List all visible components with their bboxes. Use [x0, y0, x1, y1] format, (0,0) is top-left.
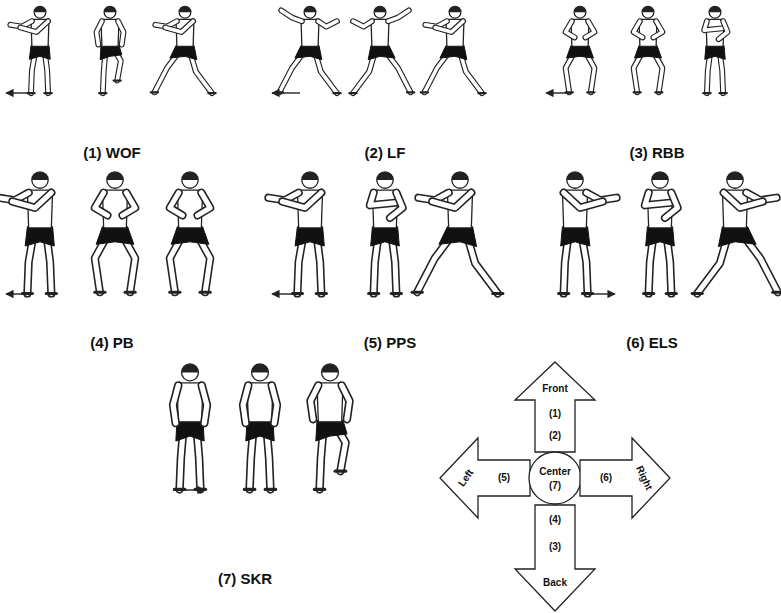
motion-arrow	[272, 293, 300, 294]
person-figure	[173, 364, 207, 489]
right-arrow: Right(6)	[580, 438, 670, 518]
motion-arrow	[272, 92, 300, 93]
person-figure	[151, 6, 216, 93]
person-figure	[566, 6, 595, 92]
motion-arrow	[175, 489, 205, 490]
person-figure	[644, 172, 678, 294]
exercise-caption: (6) ELS	[626, 335, 678, 350]
person-figure	[276, 6, 341, 93]
person-figure	[170, 172, 210, 292]
motion-arrow	[546, 92, 572, 93]
left-arrow: Left(5)	[440, 438, 530, 518]
node-outline	[580, 438, 670, 518]
person-figure	[421, 6, 486, 93]
person-figure	[268, 172, 326, 294]
exercise-caption: (5) PPS	[364, 335, 417, 350]
exercise-caption: (2) LF	[365, 145, 406, 160]
person-figure	[692, 172, 781, 294]
direction-text: (4)	[549, 515, 561, 525]
direction-text: (6)	[600, 473, 612, 483]
direction-text: (2)	[549, 431, 561, 441]
person-figure	[0, 172, 56, 294]
person-figure	[412, 172, 503, 294]
exercise-caption: (4) PB	[90, 335, 133, 350]
person-figure	[703, 6, 727, 93]
direction-text: (1)	[549, 409, 561, 419]
exercise-caption: (1) WOF	[83, 145, 141, 160]
node-outline	[440, 438, 530, 518]
person-figure	[243, 364, 277, 489]
motion-arrow	[6, 92, 32, 93]
back-arrow: (4) (3) Back	[515, 505, 595, 611]
node-outline	[528, 451, 582, 505]
direction-text: Back	[543, 578, 567, 588]
exercise-caption: (3) RBB	[630, 145, 685, 160]
direction-text: (3)	[549, 542, 561, 552]
direction-text: Center	[539, 467, 571, 477]
front-arrow: Front (1) (2)	[515, 362, 595, 452]
center-circle: Center (7)	[528, 451, 582, 505]
person-figure	[369, 172, 403, 294]
person-figure	[95, 172, 135, 292]
person-figure	[349, 6, 414, 93]
direction-text: Front	[542, 384, 568, 394]
motion-arrow	[6, 293, 32, 294]
direction-text: (5)	[498, 473, 510, 483]
person-figure	[311, 364, 350, 489]
person-figure	[634, 6, 663, 92]
exercise-caption: (7) SKR	[218, 571, 272, 586]
direction-text: (7)	[549, 481, 561, 491]
person-figure	[10, 6, 51, 93]
motion-arrow	[585, 293, 615, 294]
person-figure	[559, 172, 617, 294]
person-figure	[97, 6, 124, 93]
